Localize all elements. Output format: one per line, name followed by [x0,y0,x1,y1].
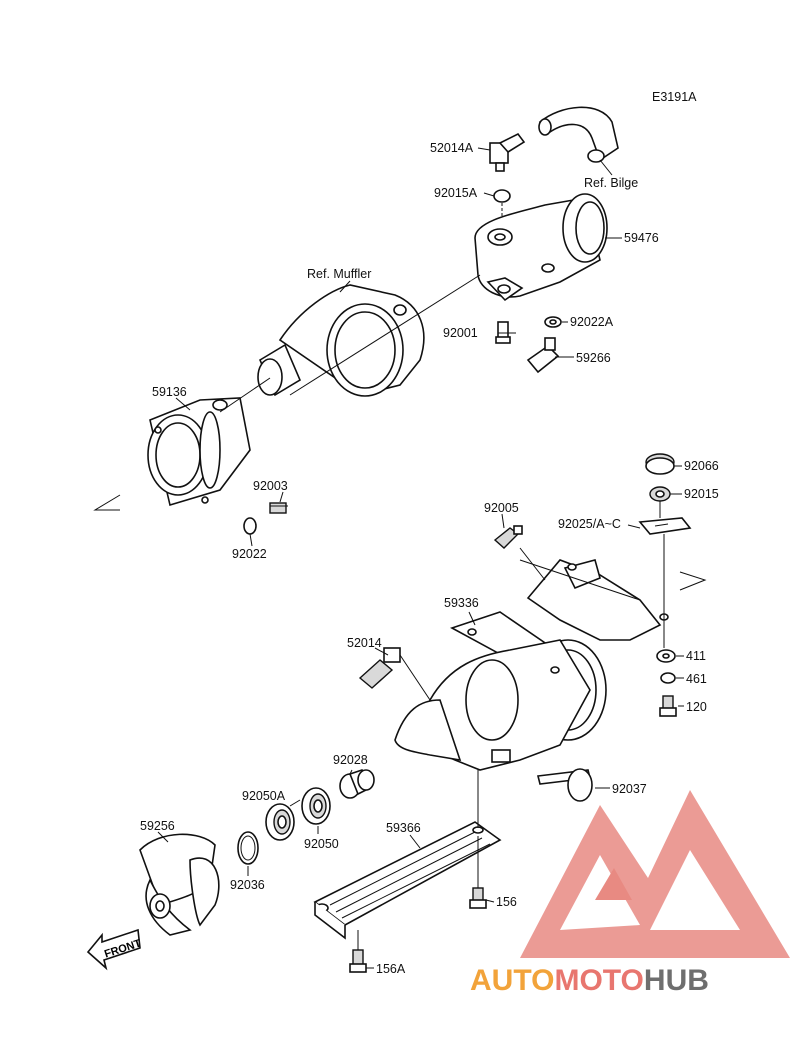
label-92001: 92001 [443,326,478,340]
ref-bilge-label: Ref. Bilge [584,176,638,190]
seal-92050A [265,803,295,841]
bolt-156A [349,949,367,973]
bilge-hose [538,106,619,176]
ref-muffler-label: Ref. Muffler [307,267,371,281]
label-92025: 92025/A~C [558,517,621,531]
washer-92022A [544,316,562,328]
diagram-code: E3191A [652,90,697,104]
leader-lines-bottom [157,769,495,969]
impeller-59256 [139,833,220,936]
leader-lines-middle [374,465,684,789]
clamp-92037 [537,768,593,802]
label-59336: 59336 [444,596,479,610]
washer-92022 [243,517,257,535]
housing-59136 [147,397,251,507]
label-59136: 59136 [152,385,187,399]
pipe-joint-59476 [474,193,608,302]
label-411: 411 [686,649,706,663]
part-labels: E3191A Ref. Bilge 52014A 92015A 59476 Re… [140,90,719,976]
fitting-52014 [358,647,401,689]
cap-92066 [645,453,675,475]
bolt-120 [659,695,677,717]
label-59476: 59476 [624,231,659,245]
washer-461 [660,672,676,684]
watermark-moto: MOTO [554,964,643,997]
label-156: 156 [496,895,517,909]
label-92050A: 92050A [242,789,286,803]
label-59366: 59366 [386,821,421,835]
nut-92015 [649,486,671,502]
label-52014: 52014 [347,636,382,650]
circlip-92036 [237,831,259,865]
label-156A: 156A [376,962,406,976]
label-92015A: 92015A [434,186,478,200]
label-92028: 92028 [333,753,368,767]
bolt-92001 [495,321,511,344]
label-92037: 92037 [612,782,647,796]
shim-92025 [638,517,692,535]
bolt-92003 [269,502,288,514]
elbow-fitting-52014A [489,132,526,172]
label-92005: 92005 [484,501,519,515]
watermark-logo [520,790,790,958]
watermark-text: AUTOMOTOHUB [470,964,709,997]
label-59266: 59266 [576,351,611,365]
label-92022: 92022 [232,547,267,561]
grate-59366 [313,821,502,940]
fitting-59266 [526,337,560,374]
label-92066: 92066 [684,459,719,473]
front-arrow-icon: FRONT [86,928,143,971]
seal-92050 [301,787,331,825]
label-461: 461 [686,672,707,686]
label-92050: 92050 [304,837,339,851]
pump-body-59336 [394,559,669,771]
watermark-hub: HUB [644,964,709,997]
muffler-reference [257,284,425,397]
leader-lines-top [93,147,707,591]
label-59256: 59256 [140,819,175,833]
label-92015: 92015 [684,487,719,501]
label-92036: 92036 [230,878,265,892]
label-120: 120 [686,700,707,714]
watermark-auto: AUTO [470,964,554,997]
bolt-156 [469,887,487,909]
fitting-92005 [493,525,523,549]
label-52014A: 52014A [430,141,474,155]
washer-411 [656,649,676,663]
label-92003: 92003 [253,479,288,493]
bushing-92028 [339,769,375,799]
label-92022A: 92022A [570,315,614,329]
